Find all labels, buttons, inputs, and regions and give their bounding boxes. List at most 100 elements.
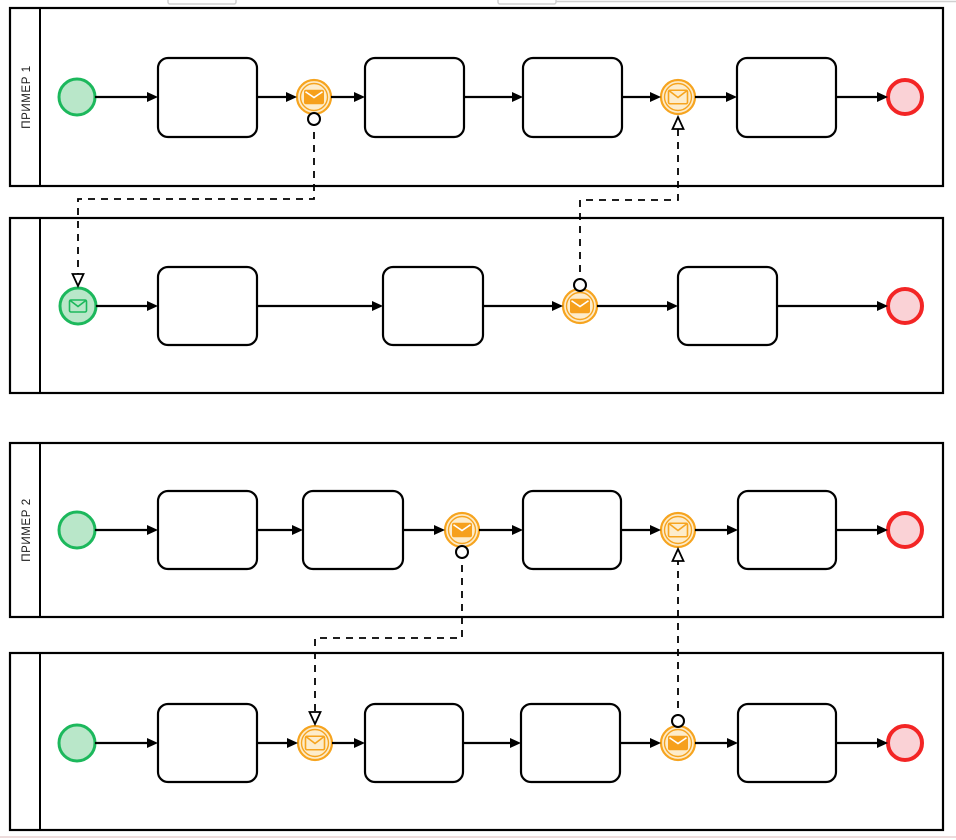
sequence-arrowhead-icon	[650, 525, 661, 535]
sequence-flow[interactable]	[777, 301, 888, 311]
sequence-flow[interactable]	[332, 738, 365, 748]
intermediate-event-inner-circle	[663, 515, 693, 545]
message-source-marker-icon	[455, 545, 469, 559]
task[interactable]	[381, 265, 485, 347]
message-source-marker-icon	[573, 278, 587, 292]
task-shape	[735, 56, 838, 139]
sequence-arrowhead-icon	[147, 738, 158, 748]
sequence-flow[interactable]	[95, 738, 158, 748]
sequence-arrowhead-icon	[354, 92, 365, 102]
task-shape	[363, 56, 466, 139]
end-event[interactable]	[886, 287, 924, 325]
sequence-flow[interactable]	[695, 92, 737, 102]
message-flow-4[interactable]	[671, 546, 685, 728]
sequence-flow[interactable]	[257, 738, 298, 748]
sequence-arrowhead-icon	[667, 301, 678, 311]
task[interactable]	[363, 56, 466, 139]
end-event[interactable]	[886, 511, 924, 549]
task[interactable]	[736, 702, 838, 784]
sequence-flow[interactable]	[483, 301, 563, 311]
sequence-arrowhead-icon	[434, 525, 445, 535]
sequence-arrowhead-icon	[512, 92, 523, 102]
task[interactable]	[156, 56, 259, 139]
message-arrowhead-icon	[671, 114, 685, 130]
message-arrowhead-icon	[71, 273, 85, 289]
task[interactable]	[735, 56, 838, 139]
task[interactable]	[736, 489, 838, 571]
sequence-arrowhead-icon	[287, 738, 298, 748]
start-event[interactable]	[57, 77, 97, 117]
sequence-arrowhead-icon	[512, 525, 523, 535]
task[interactable]	[156, 702, 259, 784]
sequence-flow[interactable]	[620, 738, 661, 748]
sequence-flow[interactable]	[331, 92, 365, 102]
sequence-arrowhead-icon	[510, 738, 521, 748]
sequence-flow[interactable]	[96, 301, 158, 311]
sequence-flow[interactable]	[479, 525, 523, 535]
message-flow-3[interactable]	[308, 545, 469, 727]
message-throw-event[interactable]	[443, 511, 481, 549]
sequence-arrowhead-icon	[147, 525, 158, 535]
start-event[interactable]	[57, 723, 97, 763]
task[interactable]	[156, 489, 259, 571]
sequence-arrowhead-icon	[727, 525, 738, 535]
sequence-flow[interactable]	[464, 92, 523, 102]
sequence-arrowhead-icon	[877, 92, 888, 102]
task-shape	[736, 489, 838, 571]
sequence-flow[interactable]	[95, 92, 158, 102]
sequence-flow[interactable]	[463, 738, 521, 748]
sequence-flow[interactable]	[622, 92, 661, 102]
task[interactable]	[521, 56, 624, 139]
task[interactable]	[301, 489, 405, 571]
sequence-flow[interactable]	[836, 525, 888, 535]
sequence-flow[interactable]	[597, 301, 678, 311]
message-flow-1[interactable]	[71, 112, 321, 289]
sequence-arrowhead-icon	[147, 92, 158, 102]
message-catch-event[interactable]	[659, 78, 697, 116]
end-event-circle	[886, 287, 924, 325]
end-event-circle	[886, 511, 924, 549]
sequence-flow[interactable]	[257, 525, 303, 535]
sequence-flow[interactable]	[836, 92, 888, 102]
message-icon	[668, 735, 688, 751]
sequence-arrowhead-icon	[877, 301, 888, 311]
end-event-circle	[886, 78, 924, 116]
sequence-flow[interactable]	[403, 525, 445, 535]
sequence-flow[interactable]	[257, 92, 297, 102]
task[interactable]	[519, 702, 622, 784]
message-catch-event[interactable]	[296, 724, 334, 762]
message-flow-line	[314, 552, 463, 712]
task[interactable]	[676, 265, 779, 347]
sequence-flow[interactable]	[257, 301, 383, 311]
task[interactable]	[156, 265, 259, 347]
message-flow-2[interactable]	[573, 114, 685, 292]
message-throw-event[interactable]	[295, 78, 333, 116]
sequence-flow[interactable]	[695, 525, 738, 535]
task-shape	[676, 265, 779, 347]
pool-label: ПРИМЕР 2	[21, 498, 33, 562]
end-event[interactable]	[886, 724, 924, 762]
message-start-event[interactable]	[58, 286, 98, 326]
task-shape	[156, 702, 259, 784]
message-throw-event[interactable]	[659, 724, 697, 762]
sequence-flow[interactable]	[621, 525, 661, 535]
message-icon	[667, 522, 689, 538]
message-throw-event[interactable]	[561, 287, 599, 325]
message-icon	[570, 298, 590, 314]
message-icon	[68, 299, 88, 313]
sequence-flow[interactable]	[95, 525, 158, 535]
sequence-flow[interactable]	[836, 738, 888, 748]
message-icon	[304, 735, 326, 751]
start-event-circle	[57, 510, 97, 550]
sequence-arrowhead-icon	[650, 92, 661, 102]
message-catch-event[interactable]	[659, 511, 697, 549]
end-event[interactable]	[886, 78, 924, 116]
task-shape	[381, 265, 485, 347]
start-event[interactable]	[57, 510, 97, 550]
message-arrowhead-icon	[671, 546, 685, 562]
task[interactable]	[521, 489, 623, 571]
start-event-circle	[57, 77, 97, 117]
task[interactable]	[363, 702, 465, 784]
sequence-flow[interactable]	[695, 738, 738, 748]
